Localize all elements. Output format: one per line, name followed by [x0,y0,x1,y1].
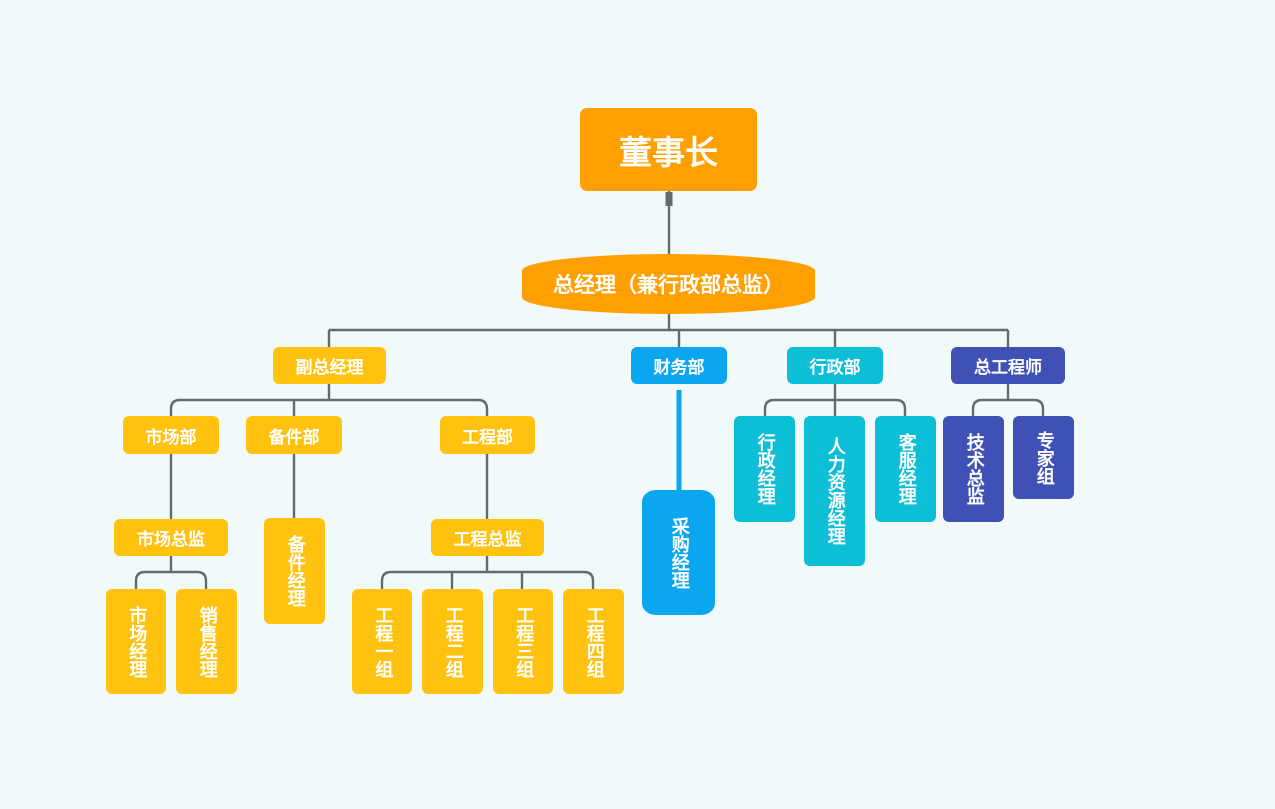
node-admin-manager[interactable]: 行政经理 [734,416,795,522]
node-eng-group-3[interactable]: 工程三组 [493,589,553,694]
node-parts-dept-label: 备件部 [268,427,320,448]
connector-vice-gm-bus [169,398,489,416]
node-parts-manager[interactable]: 备件经理 [264,518,325,624]
connector-market-bus [134,570,208,590]
node-market-manager[interactable]: 市场经理 [106,589,166,694]
node-chairman[interactable]: 董事长 [580,108,757,191]
node-eng-group-4-label: 工程四组 [583,605,605,678]
node-engineering-director-label: 工程总监 [453,530,522,550]
node-purchase-manager-label: 采购经理 [668,516,690,589]
node-general-manager-label: 总经理（兼行政部总监） [553,273,784,297]
node-tech-director-label: 技术总监 [963,433,985,505]
node-eng-group-2-label: 工程二组 [442,605,464,678]
node-sales-manager-label: 销售经理 [196,605,218,678]
node-vice-gm[interactable]: 副总经理 [273,347,386,384]
node-chairman-label: 董事长 [619,132,718,172]
node-engineering-director[interactable]: 工程总监 [431,519,544,556]
node-parts-manager-label: 备件经理 [284,535,306,607]
node-tech-director[interactable]: 技术总监 [943,416,1004,522]
node-parts-dept[interactable]: 备件部 [246,416,342,454]
node-purchase-manager[interactable]: 采购经理 [642,490,715,615]
node-hr-manager[interactable]: 人力资源经理 [804,416,865,566]
node-engineering-dept[interactable]: 工程部 [440,416,535,454]
node-cs-manager[interactable]: 客服经理 [875,416,936,522]
node-chief-engineer[interactable]: 总工程师 [951,347,1065,384]
node-eng-group-2[interactable]: 工程二组 [422,589,483,694]
node-engineering-dept-label: 工程部 [462,427,513,448]
node-finance[interactable]: 财务部 [631,347,727,384]
node-hr-manager-label: 人力资源经理 [824,437,846,545]
node-expert-group[interactable]: 专家组 [1013,416,1074,499]
node-sales-manager[interactable]: 销售经理 [176,589,237,694]
node-vice-gm-label: 副总经理 [295,358,364,378]
node-cs-manager-label: 客服经理 [895,433,917,505]
node-eng-group-4[interactable]: 工程四组 [563,589,624,694]
node-market-director-label: 市场总监 [137,530,205,550]
connector-eng-bus [380,570,595,590]
node-admin[interactable]: 行政部 [787,347,883,384]
node-eng-group-3-label: 工程三组 [513,605,535,678]
node-market-director[interactable]: 市场总监 [114,519,228,556]
node-finance-label: 财务部 [653,358,705,378]
node-market-dept[interactable]: 市场部 [123,416,219,454]
node-eng-group-1[interactable]: 工程一组 [352,589,412,694]
node-eng-group-1-label: 工程一组 [372,605,394,678]
node-admin-manager-label: 行政经理 [754,433,776,505]
node-market-dept-label: 市场部 [145,427,197,448]
node-admin-label: 行政部 [809,358,861,378]
node-expert-group-label: 专家组 [1033,430,1055,485]
node-chief-engineer-label: 总工程师 [974,358,1042,378]
node-market-manager-label: 市场经理 [126,605,148,678]
connector-chief-bus [971,398,1045,417]
connector-handle [665,192,673,206]
node-general-manager[interactable]: 总经理（兼行政部总监） [522,254,815,314]
